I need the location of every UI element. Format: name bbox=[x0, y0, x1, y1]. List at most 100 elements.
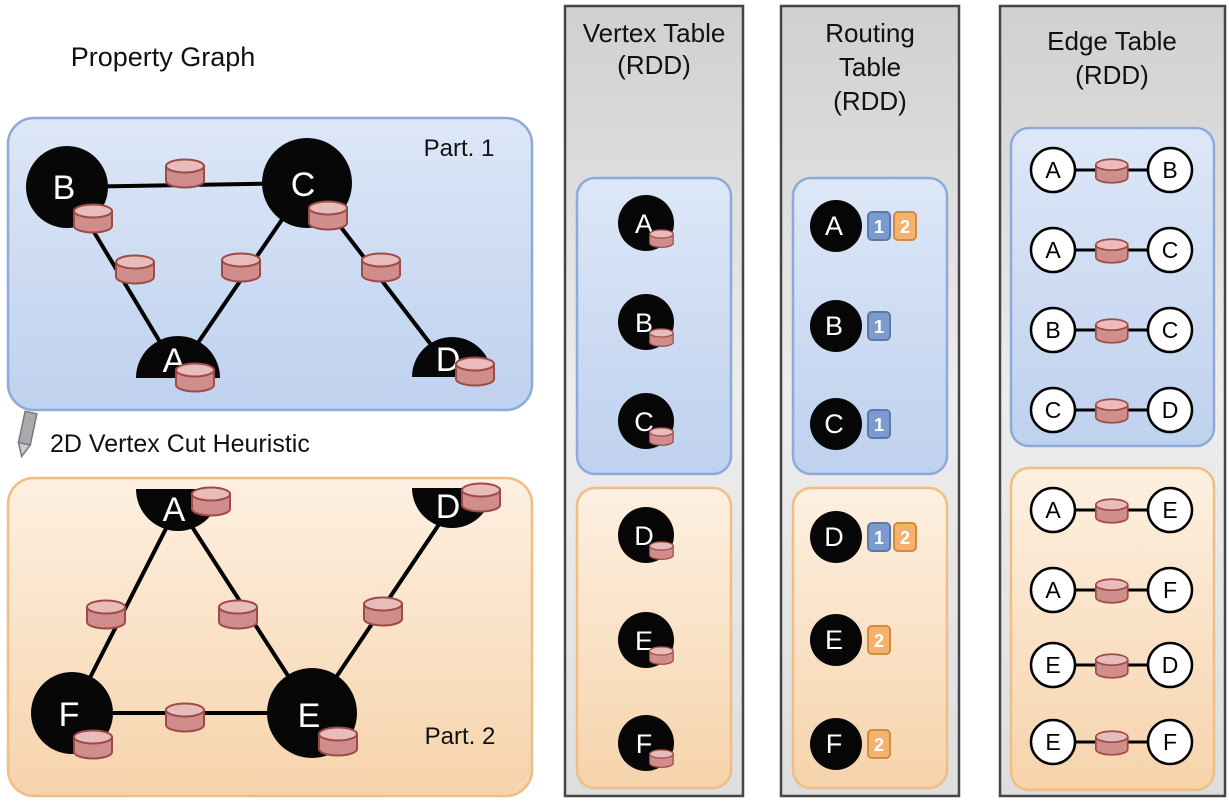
edge-property-cylinder-icon bbox=[1094, 498, 1129, 524]
edge-table-row: B C bbox=[1029, 306, 1194, 354]
edge-src-circle bbox=[1029, 226, 1077, 274]
edge-table-column: Edge Table (RDD) A B A C B C bbox=[998, 4, 1227, 798]
edge-table-title: Edge Table bbox=[1047, 26, 1177, 56]
edge-src-circle bbox=[1029, 486, 1077, 534]
vertex-label: E bbox=[825, 625, 843, 655]
edge-src-label: A bbox=[1045, 237, 1061, 263]
edge-property-cylinder-icon bbox=[1094, 398, 1129, 424]
partition-1: Part. 1 B C A D bbox=[6, 116, 534, 412]
edge-src-label: C bbox=[1045, 397, 1062, 423]
vertex-property-cylinder-icon bbox=[191, 486, 231, 517]
vertex-table-entry: D bbox=[618, 507, 674, 563]
vertex-property-cylinder-icon bbox=[308, 200, 348, 231]
edge-property-cylinder-icon bbox=[1094, 730, 1129, 756]
edge-property-cylinder-icon bbox=[1094, 653, 1129, 679]
partition-badge bbox=[893, 211, 917, 241]
edge-dst-label: D bbox=[1162, 397, 1179, 423]
edge-dst-circle bbox=[1146, 146, 1194, 194]
edge-property-cylinder-icon bbox=[221, 252, 261, 283]
vertex-circle bbox=[810, 300, 862, 352]
partition-badge-label: 2 bbox=[874, 631, 884, 651]
edge-dst-label: C bbox=[1162, 237, 1179, 263]
vertex-a-label-part2: A bbox=[163, 491, 186, 529]
edge-property-cylinder-icon bbox=[115, 254, 155, 285]
edge-src-circle bbox=[1029, 718, 1077, 766]
edge-property-cylinder-icon bbox=[363, 596, 403, 627]
vertex-property-cylinder-icon bbox=[455, 356, 495, 387]
vertex-circle bbox=[810, 718, 862, 770]
vertex-property-cylinder-icon bbox=[648, 427, 674, 446]
vertex-c-label: C bbox=[291, 166, 316, 204]
edge-dst-circle bbox=[1146, 641, 1194, 689]
partition-1-label: Part. 1 bbox=[424, 135, 495, 162]
routing-table-entry: C 1 bbox=[810, 398, 891, 450]
vertex-f-label: F bbox=[59, 696, 80, 734]
vertex-d-label-part2: D bbox=[436, 488, 461, 526]
edge-dst-label: E bbox=[1162, 497, 1177, 523]
partition-badge-label: 2 bbox=[874, 735, 884, 755]
vertex-property-cylinder-icon bbox=[648, 541, 674, 560]
vertex-table-entry: A bbox=[618, 195, 674, 251]
vertex-label: C bbox=[634, 407, 654, 437]
vertex-table-entry: E bbox=[618, 612, 674, 668]
partition-2: Part. 2 A D F E bbox=[6, 476, 534, 798]
edge-src-label: A bbox=[1045, 157, 1061, 183]
vertex-property-cylinder-icon bbox=[318, 726, 358, 757]
vertex-circle bbox=[810, 511, 862, 563]
vertex-circle bbox=[810, 200, 862, 252]
vertex-table-column: Vertex Table (RDD) A B C D E bbox=[563, 4, 745, 798]
partition-badge bbox=[893, 522, 917, 552]
edge-property-cylinder-icon bbox=[86, 599, 126, 630]
property-graph-title: Property Graph bbox=[71, 42, 256, 72]
vertex-property-cylinder-icon bbox=[73, 729, 113, 760]
vertex-label: A bbox=[825, 211, 843, 241]
vertex-label: D bbox=[634, 521, 654, 551]
partition-badge bbox=[867, 311, 891, 341]
edge-property-cylinder-icon bbox=[1094, 158, 1129, 184]
vertex-table-entry: C bbox=[618, 393, 674, 449]
vertex-property-cylinder-icon bbox=[648, 229, 674, 248]
vertex-label: D bbox=[824, 522, 844, 552]
partition-badge-label: 1 bbox=[874, 217, 884, 237]
routing-table-entry: B 1 bbox=[810, 300, 891, 352]
partition-badge-label: 1 bbox=[874, 528, 884, 548]
vertex-table-subtitle: (RDD) bbox=[617, 50, 691, 80]
edge-dst-circle bbox=[1146, 226, 1194, 274]
edge-table-row: E D bbox=[1029, 641, 1194, 689]
vertex-label: B bbox=[635, 308, 653, 338]
edge-dst-label: F bbox=[1163, 729, 1177, 755]
edge-dst-circle bbox=[1146, 306, 1194, 354]
edge-table-row: A E bbox=[1029, 486, 1194, 534]
edge-dst-circle bbox=[1146, 718, 1194, 766]
edge-dst-label: D bbox=[1162, 652, 1179, 678]
routing-table-subtitle: (RDD) bbox=[833, 86, 907, 116]
vertex-table-title: Vertex Table bbox=[583, 18, 726, 48]
routing-table-entry: F 2 bbox=[810, 718, 891, 770]
edge-src-label: E bbox=[1045, 652, 1060, 678]
partition-badge-label: 2 bbox=[900, 217, 910, 237]
edge-property-cylinder-icon bbox=[1094, 318, 1129, 344]
vertex-property-cylinder-icon bbox=[648, 749, 674, 768]
partition-badge bbox=[867, 625, 891, 655]
routing-table-entry: D 1 2 bbox=[810, 511, 917, 563]
edge-dst-label: B bbox=[1162, 157, 1177, 183]
vertex-cut-label: 2D Vertex Cut Heuristic bbox=[50, 430, 310, 458]
vertex-cut-annotation: 2D Vertex Cut Heuristic bbox=[17, 410, 310, 459]
vertex-circle bbox=[810, 614, 862, 666]
routing-table-entry: E 2 bbox=[810, 614, 891, 666]
edge-src-circle bbox=[1029, 566, 1077, 614]
edge-src-circle bbox=[1029, 306, 1077, 354]
edge-table-row: A B bbox=[1029, 146, 1194, 194]
vertex-label: F bbox=[636, 729, 653, 759]
partition-badge-label: 1 bbox=[874, 415, 884, 435]
vertex-label: C bbox=[824, 409, 844, 439]
edge-dst-circle bbox=[1146, 386, 1194, 434]
partition-badge bbox=[867, 522, 891, 552]
edge-table-subtitle: (RDD) bbox=[1075, 60, 1149, 90]
vertex-label: F bbox=[826, 729, 843, 759]
partition-badge-label: 1 bbox=[874, 317, 884, 337]
edge-table-row: C D bbox=[1029, 386, 1194, 434]
vertex-property-cylinder-icon bbox=[73, 203, 113, 234]
